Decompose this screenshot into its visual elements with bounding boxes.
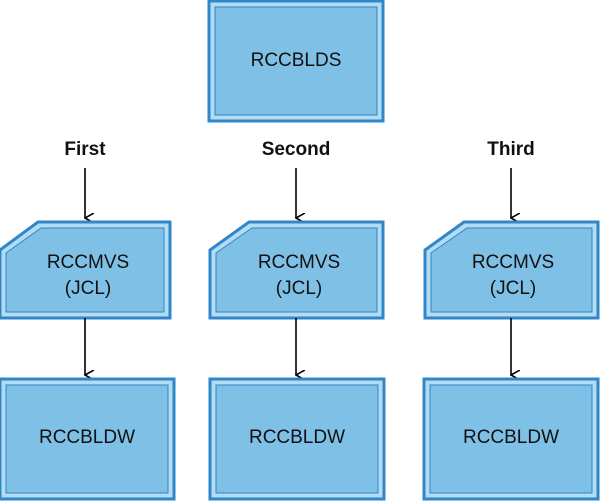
output-label-second: RCCBLDW <box>249 427 345 448</box>
output-rccbldw-third: RCCBLDW <box>422 377 600 501</box>
column-third: Third RCCMVS (JCL) RCCBLDW <box>422 139 600 501</box>
card-rccmvs-second: RCCMVS (JCL) <box>208 220 385 320</box>
card-line2-first: (JCL) <box>65 278 111 299</box>
column-first: First RCCMVS (JCL) RCCBLDW <box>0 139 176 501</box>
card-line2-second: (JCL) <box>276 278 322 299</box>
card-line1-third: RCCMVS <box>472 252 554 273</box>
card-line1-second: RCCMVS <box>258 252 340 273</box>
top-node-label: RCCBLDS <box>251 50 342 71</box>
output-rccbldw-first: RCCBLDW <box>0 377 176 501</box>
card-rccmvs-third: RCCMVS (JCL) <box>423 220 600 320</box>
card-line2-third: (JCL) <box>490 278 536 299</box>
column-label-second: Second <box>262 139 331 160</box>
card-line1-first: RCCMVS <box>47 252 129 273</box>
output-rccbldw-second: RCCBLDW <box>208 377 386 501</box>
output-label-third: RCCBLDW <box>463 427 559 448</box>
column-label-first: First <box>64 139 106 160</box>
column-second: Second RCCMVS (JCL) RCCBLDW <box>208 139 386 501</box>
output-label-first: RCCBLDW <box>39 427 135 448</box>
top-node-rccblds: RCCBLDS <box>207 0 385 123</box>
column-label-third: Third <box>487 139 535 160</box>
card-rccmvs-first: RCCMVS (JCL) <box>0 220 172 320</box>
